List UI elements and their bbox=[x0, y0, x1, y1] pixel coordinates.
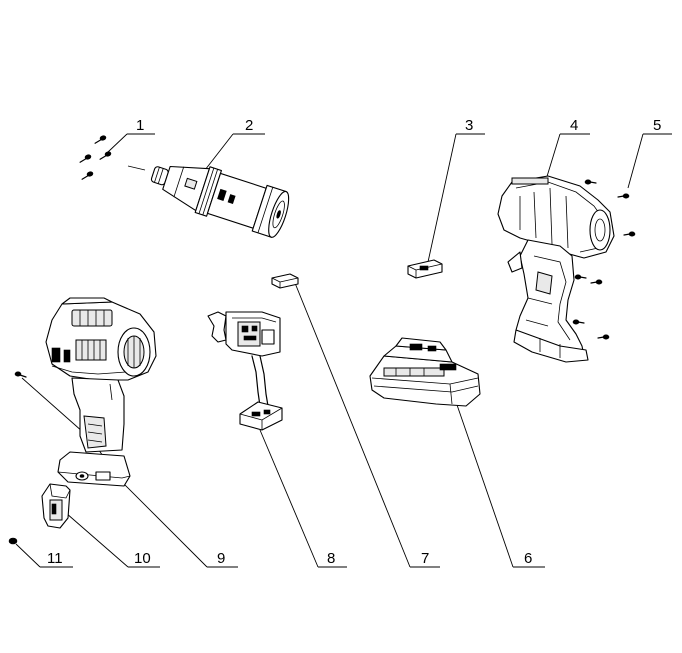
part-3-small-clip bbox=[407, 259, 443, 279]
callout-6: 6 bbox=[455, 401, 545, 568]
callout-11-number: 11 bbox=[47, 550, 63, 567]
callout-1-number: 1 bbox=[136, 117, 144, 134]
callout-7-number: 7 bbox=[421, 550, 429, 567]
callout-6-number: 6 bbox=[524, 550, 532, 567]
part-10-battery-latch bbox=[41, 483, 71, 529]
callout-9-number: 9 bbox=[217, 550, 225, 567]
part-9-housing-left bbox=[45, 297, 157, 487]
part-11-latch-screw bbox=[8, 537, 18, 545]
callout-7: 7 bbox=[294, 282, 440, 568]
callout-3: 3 bbox=[427, 117, 485, 263]
callout-2: 2 bbox=[204, 117, 265, 171]
callout-4-number: 4 bbox=[570, 117, 578, 134]
part-1-screws bbox=[79, 135, 112, 180]
callout-5-number: 5 bbox=[653, 117, 661, 134]
part-6-battery-pack bbox=[369, 337, 481, 407]
callout-4: 4 bbox=[544, 117, 590, 184]
part-4-housing-right bbox=[497, 175, 615, 363]
part-9-screw bbox=[14, 371, 27, 378]
part-8-trigger-switch bbox=[207, 311, 283, 431]
part-5-housing-screws bbox=[572, 179, 636, 340]
callout-5: 5 bbox=[627, 117, 672, 189]
callout-10-number: 10 bbox=[134, 550, 151, 567]
part-7-switch-cover bbox=[271, 273, 299, 289]
part-2-gearbox-motor bbox=[127, 165, 290, 238]
callout-11: 11 bbox=[15, 543, 73, 568]
callout-2-number: 2 bbox=[245, 117, 253, 134]
callout-1: 1 bbox=[107, 117, 155, 153]
callout-10: 10 bbox=[65, 512, 160, 568]
callout-3-number: 3 bbox=[465, 117, 473, 134]
callout-8-number: 8 bbox=[327, 550, 335, 567]
callout-8: 8 bbox=[259, 429, 347, 568]
